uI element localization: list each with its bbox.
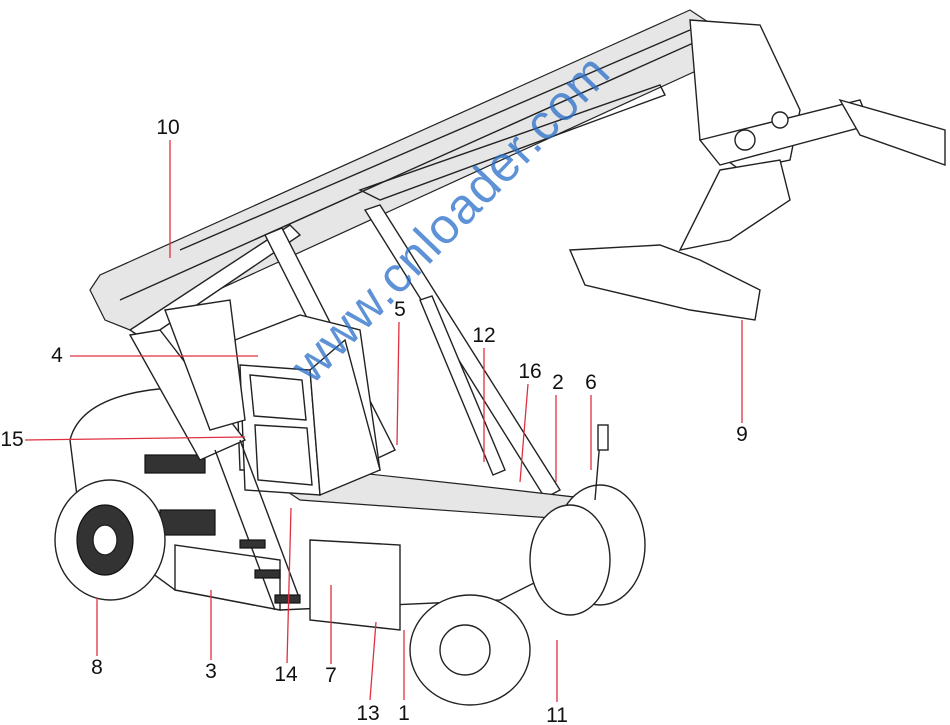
rear-mirror-pole [594,424,609,501]
steps-ladder [214,439,301,611]
counterweight-column [128,299,247,461]
callout-8: 8 [91,656,103,679]
callout-4: 4 [51,344,63,367]
leader-line-5 [396,321,400,446]
leader-line-13 [369,621,377,701]
cab [239,338,381,497]
callout-5: 5 [394,298,406,321]
leader-line-15 [24,436,246,441]
leader-line-14 [286,507,292,664]
callout-leader-lines [24,140,743,702]
callout-12: 12 [472,324,496,347]
boom [89,9,721,341]
callout-3: 3 [205,660,217,683]
callout-2: 2 [552,371,564,394]
callout-7: 7 [325,664,337,687]
callout-6: 6 [585,371,597,394]
callout-1: 1 [398,702,410,725]
callout-16: 16 [518,360,542,383]
callout-10: 10 [156,116,180,139]
wheels [54,479,646,706]
callout-9: 9 [736,423,748,446]
callout-13: 13 [356,702,380,725]
leader-line-16 [519,383,529,483]
callout-15: 15 [0,428,24,451]
callout-11: 11 [546,704,568,725]
callout-14: 14 [274,663,298,686]
boom-head-and-spreader [568,19,946,321]
